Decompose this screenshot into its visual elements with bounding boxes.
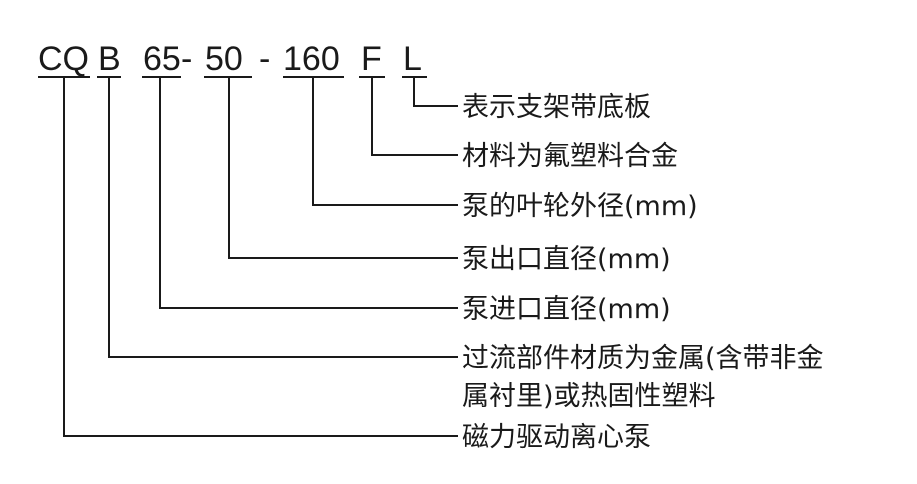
label-impeller-diameter: 泵的叶轮外径(mm) xyxy=(462,191,698,222)
code-dash-2: - xyxy=(259,40,270,78)
leader-impeller xyxy=(312,77,458,206)
code-inlet: 65 xyxy=(143,40,181,78)
leader-cq xyxy=(63,77,458,437)
label-wetted-parts-material-line2: 属衬里)或热固性塑料 xyxy=(462,381,716,412)
code-l: L xyxy=(403,40,422,78)
code-outlet: 50 xyxy=(205,40,243,78)
label-inlet-diameter: 泵进口直径(mm) xyxy=(462,294,671,325)
code-b: B xyxy=(98,40,121,78)
label-wetted-parts-material-line1: 过流部件材质为金属(含带非金 xyxy=(462,343,824,374)
leader-outlet xyxy=(228,77,458,259)
leader-b xyxy=(108,77,458,358)
code-impeller: 160 xyxy=(283,40,340,78)
code-f: F xyxy=(361,40,382,78)
leader-f xyxy=(371,77,458,156)
code-dash-1: - xyxy=(181,40,192,78)
code-cq: CQ xyxy=(38,40,89,78)
label-outlet-diameter: 泵出口直径(mm) xyxy=(462,244,671,275)
leader-l xyxy=(413,77,458,107)
label-support-with-base: 表示支架带底板 xyxy=(462,92,651,123)
label-fluoroplastic-material: 材料为氟塑料合金 xyxy=(462,141,678,172)
label-magnetic-drive-pump: 磁力驱动离心泵 xyxy=(462,422,651,453)
leader-inlet xyxy=(159,77,458,309)
